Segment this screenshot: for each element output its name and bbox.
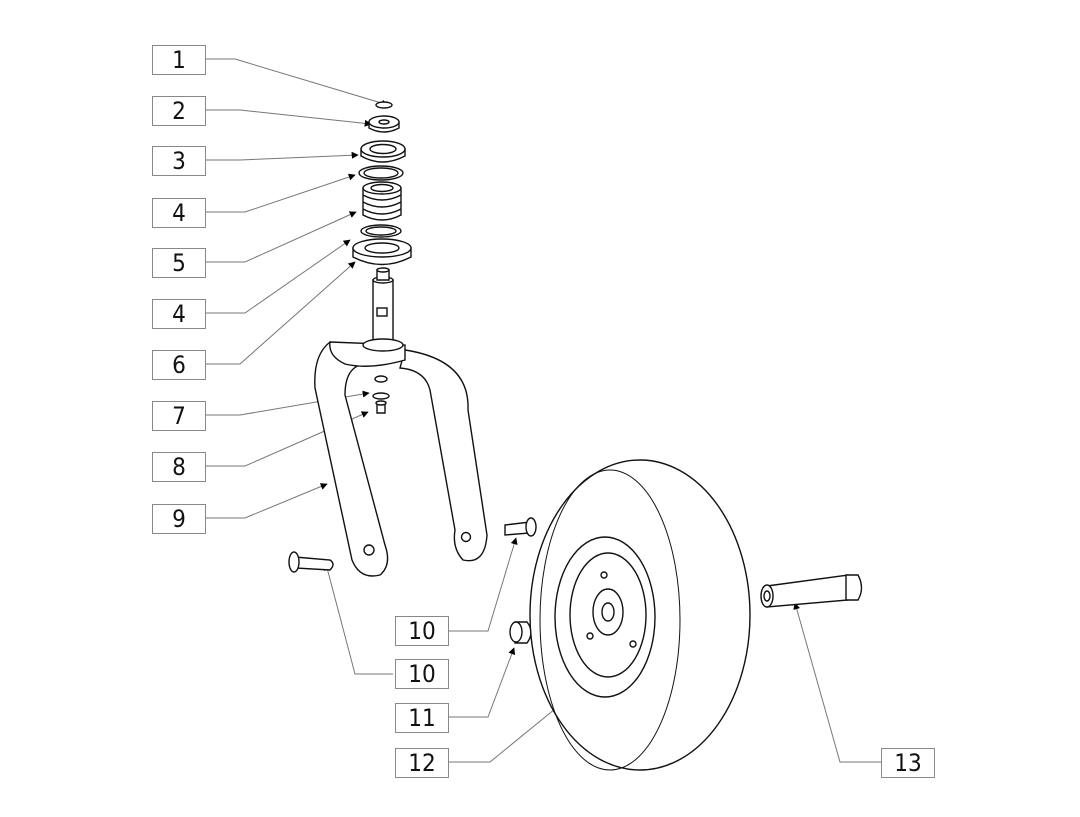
bearing-stack (352, 101, 412, 266)
leader-13 (793, 602, 881, 763)
callout-8: 8 (152, 452, 206, 482)
leader-11 (449, 647, 516, 718)
callout-7: 7 (152, 401, 206, 431)
fork-axle-hole-front (363, 544, 375, 556)
callout-6: 6 (152, 350, 206, 380)
part-3-bearing (360, 140, 406, 163)
part-4-washer-upper (358, 165, 404, 181)
leader-5 (206, 211, 357, 263)
leader-6 (206, 261, 356, 365)
callout-2: 2 (152, 96, 206, 126)
part-5-spring (362, 181, 402, 221)
callout-3: 3 (152, 146, 206, 176)
part-13-axle (760, 574, 863, 608)
part-7-washer (372, 392, 390, 400)
fork-arm-back (399, 349, 488, 562)
callout-9: 9 (152, 504, 206, 534)
part-12-wheel (529, 459, 751, 771)
callout-5: 5 (152, 248, 206, 278)
leader-4b (206, 239, 351, 314)
leader-2 (206, 109, 372, 127)
part-10-bolt-right (504, 517, 537, 537)
part-11-spacer (509, 621, 532, 644)
part-2-nut (368, 115, 400, 133)
fork-arm-front (314, 341, 389, 577)
callout-4-upper: 4 (152, 198, 206, 228)
leader-12 (449, 699, 567, 763)
leader-10a (449, 537, 518, 632)
callout-13: 13 (881, 748, 935, 778)
axle-bolts (288, 517, 537, 573)
leader-9 (206, 483, 328, 519)
callout-11: 11 (395, 703, 449, 733)
leader-lines (206, 58, 881, 763)
callout-1: 1 (152, 45, 206, 75)
leader-1 (206, 58, 389, 107)
leader-3 (206, 151, 359, 161)
callout-10-right: 10 (395, 616, 449, 646)
part-10-bolt-left (288, 551, 334, 573)
callout-10-left: 10 (395, 659, 449, 689)
callout-12: 12 (395, 748, 449, 778)
fork-axle-hole-back (460, 531, 472, 543)
fork-assembly (314, 267, 488, 577)
leader-10b (324, 563, 393, 675)
part-6-bearing (352, 238, 412, 266)
part-4-washer-lower (360, 224, 402, 238)
leader-4a (206, 173, 356, 213)
part-1-clip (375, 101, 393, 109)
callout-4-lower: 4 (152, 299, 206, 329)
